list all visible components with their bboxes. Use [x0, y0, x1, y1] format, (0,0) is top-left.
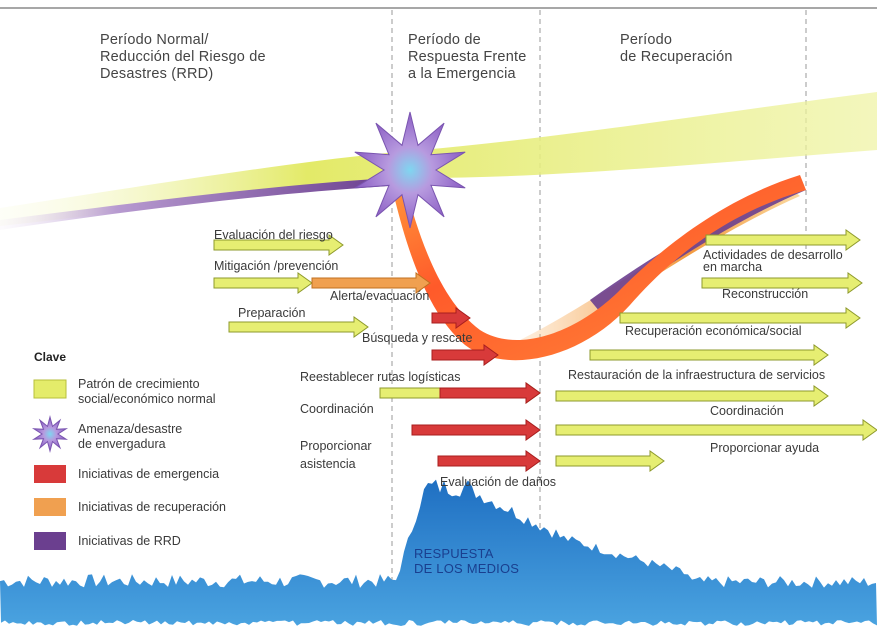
label-media-response: RESPUESTA DE LOS MEDIOS	[414, 546, 519, 576]
arrow-routes-red	[440, 383, 540, 403]
key-swatch-growth	[34, 380, 66, 398]
key-swatch-recovery	[34, 498, 66, 516]
key-label-recovery: Iniciativas de recuperación	[78, 500, 226, 515]
label-coordination-left: Coordinación	[300, 402, 374, 416]
key-label-hazard: Amenaza/desastre de envergadura	[78, 422, 182, 452]
label-search-rescue: Búsqueda y rescate	[362, 331, 473, 345]
arrow-development	[706, 230, 860, 250]
key-label-emergency: Iniciativas de emergencia	[78, 467, 219, 482]
label-damage-assessment: Evaluación de daños	[440, 475, 556, 489]
label-development: Actividades de desarrollo en marcha	[703, 249, 843, 273]
label-economic-recovery: Recuperación económica/social	[625, 324, 801, 338]
label-preparation: Preparación	[238, 306, 305, 320]
key-label-rrd: Iniciativas de RRD	[78, 534, 181, 549]
label-infrastructure: Restauración de la infraestructura de se…	[568, 368, 825, 382]
label-aid: Proporcionar ayuda	[710, 441, 819, 455]
label-mitigation: Mitigación /prevención	[214, 259, 338, 273]
key-swatch-rrd	[34, 532, 66, 550]
arrow-preparation	[229, 317, 368, 337]
key-label-growth: Patrón de crecimiento social/económico n…	[78, 377, 216, 407]
label-assistance: Proporcionar asistencia	[300, 437, 372, 473]
label-reconstruction: Reconstrucción	[722, 287, 808, 301]
key-swatch-emergency	[34, 465, 66, 483]
phase-normal: Período Normal/ Reducción del Riesgo de …	[100, 32, 266, 83]
arrow-damage-yellow	[556, 451, 664, 471]
label-alert: Alerta/evacuación	[330, 289, 429, 303]
key-star-icon	[34, 417, 66, 451]
arrow-search-2	[432, 345, 498, 365]
arrow-aid	[556, 420, 877, 440]
label-risk-assessment: Evaluación del riesgo	[214, 228, 333, 242]
star-shape	[34, 417, 66, 451]
key-title: Clave	[34, 350, 66, 364]
label-coordination-right: Coordinación	[710, 404, 784, 418]
arrow-mitigation-yellow	[214, 273, 312, 293]
label-routes: Reestablecer rutas logísticas	[300, 370, 461, 384]
arrow-damage-red	[438, 451, 540, 471]
phase-recovery: Período de Recuperación	[620, 32, 733, 66]
arrow-infrastructure	[590, 345, 828, 365]
arrow-coordination-red	[412, 420, 540, 440]
phase-response: Período de Respuesta Frente a la Emergen…	[408, 32, 526, 83]
arrow-coordination-right	[556, 386, 828, 406]
